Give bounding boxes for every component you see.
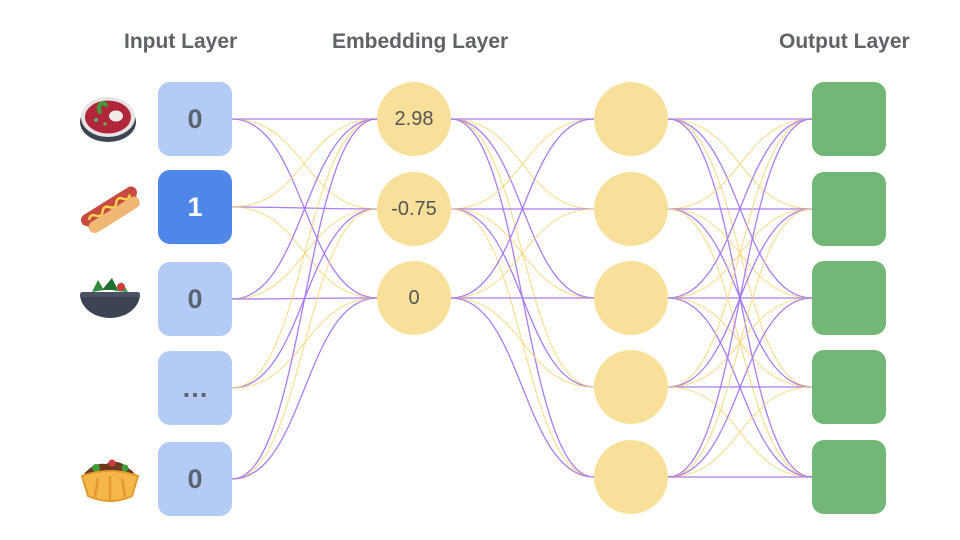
input-node-1: 1 — [158, 170, 232, 244]
output-node-2 — [812, 261, 886, 335]
hidden-node-0 — [594, 82, 668, 156]
input-embedding-edge-4-1 — [231, 208, 378, 480]
hidden-output-edge-1-0 — [667, 118, 813, 210]
salad-icon — [80, 278, 140, 318]
embedding-layer-title: Embedding Layer — [332, 30, 509, 53]
output-node-0 — [812, 82, 886, 156]
hot-dog-icon — [80, 186, 140, 233]
output-node-4 — [812, 440, 886, 514]
embedding-hidden-edge-2-0 — [450, 118, 595, 299]
input-embedding-edge-3-0 — [231, 118, 378, 389]
hidden-node-1 — [594, 172, 668, 246]
hidden-node-3 — [594, 350, 668, 424]
shawarma-icon — [80, 459, 140, 502]
input-layer-title: Input Layer — [124, 30, 238, 53]
embedding-hidden-edge-2-4 — [450, 297, 595, 478]
hidden-output-edge-4-0 — [667, 118, 813, 478]
input-embedding-edge-0-1 — [231, 118, 378, 210]
hidden-output-edge-4-3 — [667, 386, 813, 478]
input-node-4: 0 — [158, 442, 232, 516]
input-node-2: 0 — [158, 262, 232, 336]
hidden-output-edge-4-2 — [667, 297, 813, 478]
input-embedding-edge-2-0 — [231, 118, 378, 300]
embedding-hidden-edge-2-1 — [450, 208, 595, 299]
input-node-ellipsis: … — [158, 351, 232, 425]
output-node-1 — [812, 172, 886, 246]
embedding-hidden-edge-2-3 — [450, 297, 595, 388]
output-layer-title: Output Layer — [779, 30, 910, 53]
hidden-output-edge-3-0 — [667, 118, 813, 388]
embedding-hidden-edge-1-0 — [450, 118, 595, 210]
hidden-node-2 — [594, 261, 668, 335]
borscht-icon — [80, 97, 136, 142]
embedding-node-2: 0 — [377, 261, 451, 335]
hidden-node-4 — [594, 440, 668, 514]
embedding-node-0: 2.98 — [377, 82, 451, 156]
output-node-3 — [812, 350, 886, 424]
input-embedding-edge-4-0 — [231, 118, 378, 480]
embedding-node-1: -0.75 — [377, 172, 451, 246]
input-embedding-edge-1-0 — [231, 118, 378, 208]
hidden-output-edge-2-0 — [667, 118, 813, 299]
input-embedding-edge-4-2 — [231, 297, 378, 480]
hidden-output-edge-4-1 — [667, 208, 813, 478]
input-node-0: 0 — [158, 82, 232, 156]
edges-group — [231, 118, 813, 480]
